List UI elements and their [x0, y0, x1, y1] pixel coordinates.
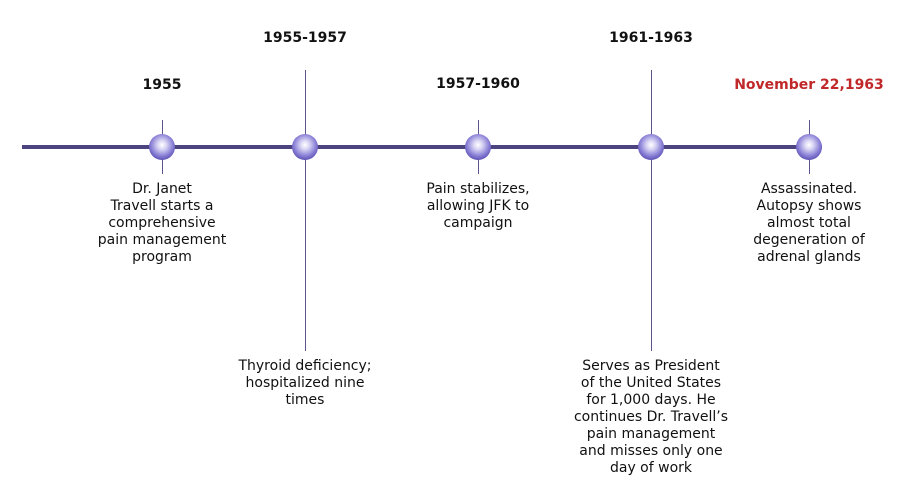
event-description-1957-1960: Pain stabilizes, allowing JFK to campaig… [426, 181, 530, 231]
event-date-1955: 1955 [142, 77, 182, 93]
timeline-node-1957-1960 [465, 134, 491, 160]
timeline-tick-1961-1963 [651, 70, 652, 351]
event-description-1955-1957: Thyroid deficiency; hospitalized nine ti… [238, 358, 372, 408]
event-description-1955: Dr. Janet Travell starts a comprehensive… [97, 181, 227, 265]
timeline-node-1955-1957 [292, 134, 318, 160]
timeline-node-1961-1963 [638, 134, 664, 160]
timeline-axis [22, 145, 822, 149]
event-date-1955-1957: 1955-1957 [263, 30, 347, 46]
event-date-1961-1963: 1961-1963 [609, 30, 693, 46]
event-description-november-22-1963: Assassinated. Autopsy shows almost total… [753, 181, 865, 265]
timeline-tick-1955-1957 [305, 70, 306, 351]
event-date-1957-1960: 1957-1960 [436, 76, 520, 92]
event-description-1961-1963: Serves as President of the United States… [573, 358, 729, 476]
timeline-node-november-22-1963 [796, 134, 822, 160]
timeline-node-1955 [149, 134, 175, 160]
event-date-november-22-1963: November 22,1963 [734, 77, 884, 93]
